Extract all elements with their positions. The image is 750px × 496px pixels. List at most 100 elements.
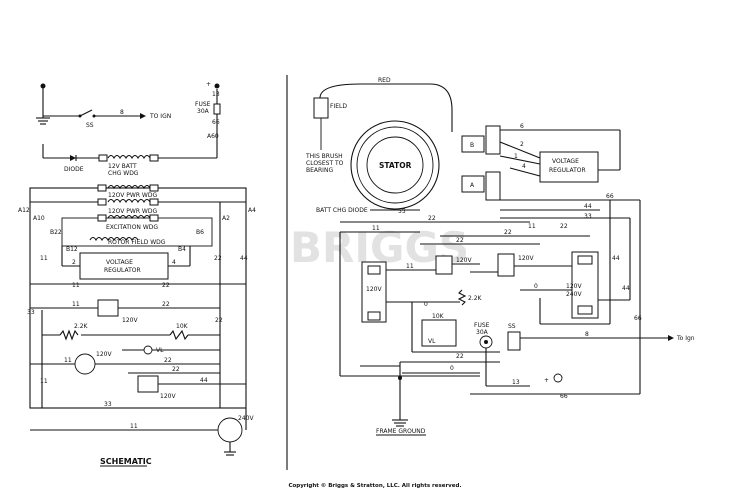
ss-switch[interactable] — [507, 331, 521, 351]
svg-text:4: 4 — [172, 259, 176, 266]
svg-text:44: 44 — [200, 377, 208, 384]
resistor-2k — [59, 329, 79, 341]
regulator-label: VOLTAGE — [106, 259, 133, 266]
vl-lamp — [143, 345, 153, 355]
ss-label: SS — [86, 122, 94, 129]
svg-text:120V: 120V — [518, 255, 534, 262]
svg-text:22: 22 — [456, 237, 464, 244]
connector-block-b — [461, 135, 485, 153]
svg-text:44: 44 — [240, 255, 248, 262]
field-brush — [313, 97, 329, 119]
svg-text:12OV PWR WDG: 12OV PWR WDG — [108, 208, 157, 215]
svg-text:THIS BRUSH: THIS BRUSH — [305, 153, 343, 160]
schematic-title: SCHEMATIC — [100, 457, 152, 466]
winding-coil — [107, 154, 151, 160]
svg-text:11: 11 — [64, 357, 72, 364]
svg-text:B12: B12 — [66, 246, 78, 253]
voltage-regulator-box — [539, 151, 599, 183]
red-wire — [319, 83, 453, 132]
pwr-wdg-label: 12OV PWR WDG — [108, 192, 157, 199]
svg-text:0: 0 — [534, 283, 538, 290]
svg-text:A4: A4 — [248, 207, 256, 214]
svg-text:66: 66 — [606, 193, 614, 200]
svg-text:2: 2 — [72, 259, 76, 266]
svg-text:12V BATT: 12V BATT — [108, 163, 137, 170]
svg-text:22: 22 — [162, 301, 170, 308]
svg-text:22: 22 — [172, 366, 180, 373]
svg-text:22: 22 — [428, 215, 436, 222]
ss-switch — [79, 109, 93, 117]
copyright-notice: Copyright © Briggs & Stratton, LLC. All … — [288, 483, 462, 489]
relay-120v — [97, 299, 119, 317]
svg-text:REGULATOR: REGULATOR — [549, 167, 586, 174]
svg-text:11: 11 — [40, 378, 48, 385]
stator-outer — [350, 120, 440, 210]
svg-text:22: 22 — [162, 282, 170, 289]
fuse-rating: 30A — [197, 108, 210, 115]
svg-text:66: 66 — [634, 315, 642, 322]
vl-lamp-assembly — [421, 319, 457, 347]
battery-terminal — [214, 83, 220, 89]
svg-text:REGULATOR: REGULATOR — [104, 267, 141, 274]
svg-text:120V: 120V — [566, 283, 582, 290]
svg-text:6: 6 — [520, 123, 524, 130]
svg-text:FUSE: FUSE — [474, 322, 490, 329]
batt-chg-diode-label: BATT CHG DIODE — [316, 207, 368, 214]
relay-120v-center — [435, 255, 453, 275]
terminal-dot — [40, 83, 46, 89]
svg-text:RED: RED — [378, 77, 391, 84]
svg-text:8: 8 — [585, 331, 589, 338]
resistor-2k — [457, 289, 467, 306]
svg-text:22: 22 — [504, 229, 512, 236]
svg-text:13: 13 — [212, 91, 220, 98]
svg-text:A: A — [470, 182, 475, 189]
svg-text:11: 11 — [130, 423, 138, 430]
svg-text:11: 11 — [372, 225, 380, 232]
svg-text:22: 22 — [164, 357, 172, 364]
svg-text:120V: 120V — [96, 351, 112, 358]
svg-text:+: + — [544, 377, 549, 384]
svg-text:2.2K: 2.2K — [468, 295, 483, 302]
schematic-panel: SS 8 TO IGN + 13 FUSE 30A 66 A60 DIODE 1… — [18, 81, 256, 467]
excitation-wdg-label: EXCITATION WDG — [106, 224, 158, 231]
svg-text:240V: 240V — [566, 291, 582, 298]
svg-text:B6: B6 — [196, 229, 204, 236]
svg-text:A12: A12 — [18, 207, 30, 214]
svg-text:SS: SS — [508, 323, 516, 330]
svg-text:10K: 10K — [432, 313, 445, 320]
svg-text:44: 44 — [584, 203, 592, 210]
svg-text:66: 66 — [212, 119, 220, 126]
svg-text:VL: VL — [428, 338, 436, 345]
svg-text:A10: A10 — [33, 215, 45, 222]
svg-text:11: 11 — [72, 282, 80, 289]
svg-text:1: 1 — [514, 153, 518, 160]
wire-number: 8 — [120, 109, 124, 116]
resistor-10k — [169, 329, 189, 341]
rotor-field-label: ROTOR FIELD WDG — [108, 239, 166, 246]
svg-text:0: 0 — [424, 301, 428, 308]
svg-text:120V: 120V — [366, 286, 382, 293]
svg-text:A60: A60 — [207, 133, 219, 140]
svg-text:44: 44 — [622, 285, 630, 292]
field-label: FIELD — [330, 103, 347, 110]
svg-text:13: 13 — [512, 379, 520, 386]
svg-text:22: 22 — [215, 317, 223, 324]
svg-text:11: 11 — [72, 301, 80, 308]
svg-text:66: 66 — [560, 393, 568, 400]
battery-positive-terminal — [553, 373, 563, 383]
receptacle-120v — [74, 353, 96, 375]
svg-text:33: 33 — [104, 401, 112, 408]
svg-text:0: 0 — [450, 365, 454, 372]
svg-text:2: 2 — [520, 141, 524, 148]
svg-text:33: 33 — [27, 309, 35, 316]
svg-text:CHG WDG: CHG WDG — [108, 170, 139, 177]
svg-text:44: 44 — [612, 255, 620, 262]
to-ign-label: TO IGN — [149, 113, 171, 120]
svg-text:B: B — [470, 142, 474, 149]
voltage-regulator-box — [79, 252, 169, 280]
svg-text:4: 4 — [522, 163, 526, 170]
wiring-panel: STATOR FIELD RED THIS BRUSH CLOSEST TO B… — [305, 77, 695, 436]
svg-text:22: 22 — [560, 223, 568, 230]
